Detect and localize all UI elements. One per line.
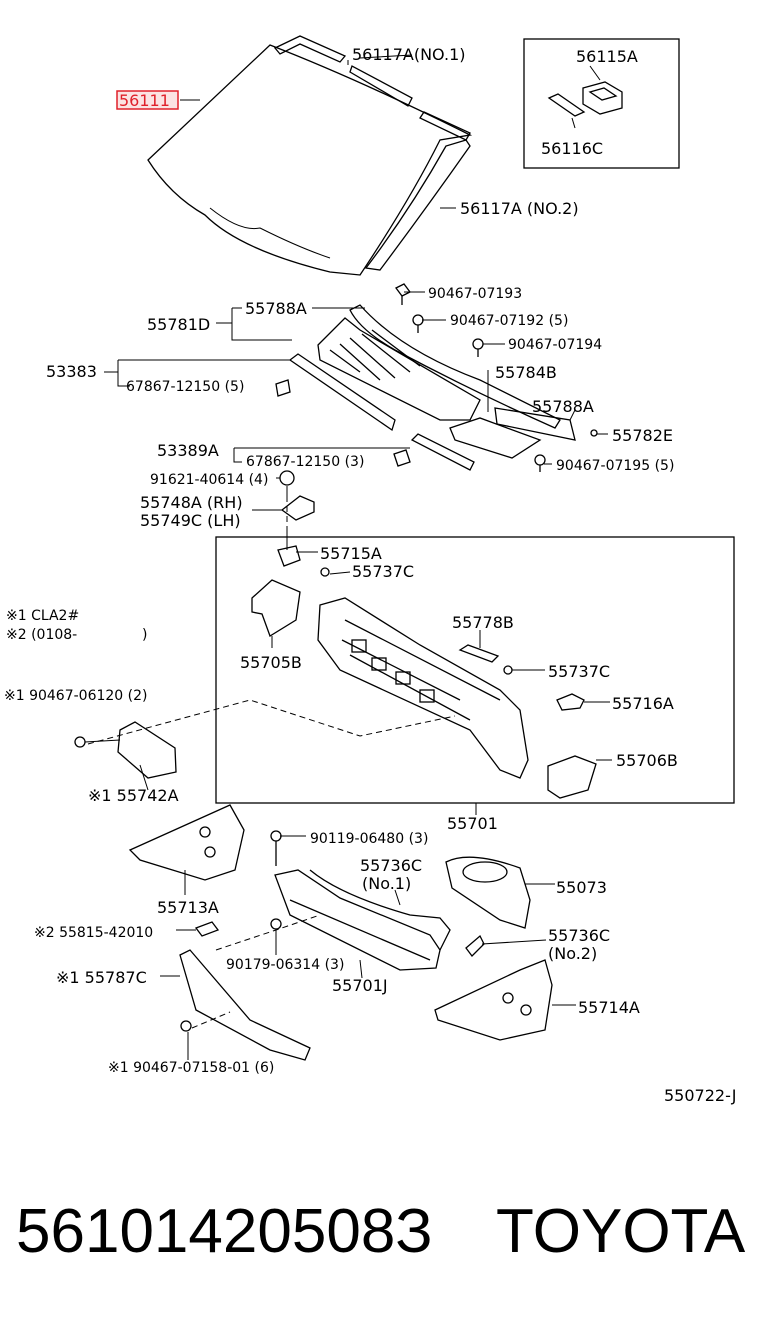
label-55714a[interactable]: 55714A bbox=[578, 998, 640, 1017]
note-2: ※2 (0108- bbox=[6, 627, 77, 643]
label-67867-12150-5[interactable]: 67867-12150 (5) bbox=[126, 379, 244, 395]
seal-55778b[interactable] bbox=[458, 644, 500, 663]
label-55736c-no1-sub[interactable]: (No.1) bbox=[362, 874, 411, 893]
cowl-panel-55701j[interactable] bbox=[274, 869, 441, 971]
detail-box bbox=[215, 536, 735, 804]
cowl-seal-53383[interactable] bbox=[288, 353, 396, 432]
nut-91621-40614[interactable] bbox=[279, 470, 295, 486]
label-91621-40614[interactable]: 91621-40614 (4) bbox=[150, 472, 268, 488]
label-55742a[interactable]: ※1 55742A bbox=[88, 786, 179, 805]
dashed-connectors bbox=[87, 486, 456, 1029]
diagram-code: 550722-J bbox=[664, 1086, 736, 1105]
label-56116c[interactable]: 56116C bbox=[541, 139, 603, 158]
bracket-55742a[interactable] bbox=[74, 721, 177, 779]
nut-90179-06314[interactable] bbox=[270, 918, 282, 930]
label-55716a[interactable]: 55716A bbox=[612, 694, 674, 713]
label-55736c-no2-sub[interactable]: (No.2) bbox=[548, 944, 597, 963]
clip-90467-07195[interactable] bbox=[534, 454, 546, 472]
cowl-panel-55701[interactable] bbox=[317, 597, 529, 779]
label-90467-07193[interactable]: 90467-07193 bbox=[428, 286, 522, 302]
windshield-glass[interactable] bbox=[147, 44, 473, 276]
label-55778b[interactable]: 55778B bbox=[452, 613, 514, 632]
clip-55782e[interactable] bbox=[590, 429, 598, 437]
label-55782e[interactable]: 55782E bbox=[612, 426, 673, 445]
note-2-close: ) bbox=[142, 627, 147, 643]
label-55736c-no2[interactable]: 55736C bbox=[548, 926, 610, 945]
seal-53389a[interactable] bbox=[410, 433, 475, 471]
label-90467-07192[interactable]: 90467-07192 (5) bbox=[450, 313, 568, 329]
cowl-louver-55781d[interactable] bbox=[317, 317, 481, 421]
note-1: ※1 CLA2# bbox=[6, 608, 79, 624]
label-56115a[interactable]: 56115A bbox=[576, 47, 638, 66]
label-55737c-top[interactable]: 55737C bbox=[352, 562, 414, 581]
cowl-side-55714a[interactable] bbox=[434, 959, 553, 1041]
label-55701[interactable]: 55701 bbox=[447, 814, 498, 833]
label-55706b[interactable]: 55706B bbox=[616, 751, 678, 770]
cowl-seal-55788a[interactable] bbox=[349, 304, 561, 429]
label-55784b[interactable]: 55784B bbox=[495, 363, 557, 382]
label-55788a-right[interactable]: 55788A bbox=[532, 397, 594, 416]
molding-no2[interactable] bbox=[364, 139, 471, 271]
label-56117a-no1[interactable]: 56117A(NO.1) bbox=[352, 45, 466, 64]
label-56111[interactable]: 56111 bbox=[119, 91, 170, 110]
clip-56115a[interactable] bbox=[582, 81, 623, 115]
label-56117a-no2[interactable]: 56117A (NO.2) bbox=[460, 199, 579, 218]
label-55715a[interactable]: 55715A bbox=[320, 544, 382, 563]
label-55737c-right[interactable]: 55737C bbox=[548, 662, 610, 681]
label-55781d[interactable]: 55781D bbox=[147, 315, 210, 334]
louver-55784b[interactable] bbox=[449, 407, 576, 459]
clip-67867-12150-a[interactable] bbox=[275, 379, 291, 397]
brace-55748a[interactable] bbox=[280, 495, 315, 521]
clip-90467-07194[interactable] bbox=[472, 338, 484, 357]
label-55705b[interactable]: 55705B bbox=[240, 653, 302, 672]
footer: 56101420508З TOYOTA bbox=[16, 1196, 756, 1276]
label-90467-07195[interactable]: 90467-07195 (5) bbox=[556, 458, 674, 474]
part-number: 56101420508З bbox=[16, 1197, 433, 1266]
clip-90467-07193[interactable] bbox=[395, 283, 411, 305]
clip-90467-07192[interactable] bbox=[412, 314, 424, 333]
label-55701j[interactable]: 55701J bbox=[332, 976, 388, 995]
pad-55815[interactable] bbox=[194, 921, 220, 937]
label-90467-07158[interactable]: ※1 90467-07158-01 (6) bbox=[108, 1060, 274, 1076]
label-55787c[interactable]: ※1 55787C bbox=[56, 968, 147, 987]
label-55073[interactable]: 55073 bbox=[556, 878, 607, 897]
bracket-55716a[interactable] bbox=[556, 693, 585, 711]
label-55815-42010[interactable]: ※2 55815-42010 bbox=[34, 925, 153, 941]
bracket-55705b[interactable] bbox=[251, 545, 301, 637]
label-55736c-no1[interactable]: 55736C bbox=[360, 856, 422, 875]
label-90179-06314[interactable]: 90179-06314 (3) bbox=[226, 957, 344, 973]
clip-90467-07158[interactable] bbox=[180, 1020, 192, 1032]
label-55749c[interactable]: 55749C (LH) bbox=[140, 511, 241, 530]
bolt-90119-06480[interactable] bbox=[270, 830, 282, 866]
clip-67867-12150-b[interactable] bbox=[393, 449, 411, 467]
highlight-56111 bbox=[116, 90, 179, 110]
brand-name: TOYOTA bbox=[496, 1197, 746, 1266]
brace-55736c-no2[interactable] bbox=[465, 934, 485, 957]
tape-56116c[interactable] bbox=[547, 93, 586, 117]
label-55788a-top[interactable]: 55788A bbox=[245, 299, 307, 318]
inset-box bbox=[523, 38, 680, 169]
cowl-side-55713a[interactable] bbox=[128, 804, 245, 881]
bracket-55706b[interactable] bbox=[547, 755, 597, 799]
label-55748a[interactable]: 55748A (RH) bbox=[140, 493, 243, 512]
label-90119-06480[interactable]: 90119-06480 (3) bbox=[310, 831, 428, 847]
label-53389a[interactable]: 53389A bbox=[157, 441, 219, 460]
duct-55073[interactable] bbox=[445, 856, 531, 929]
label-90467-06120[interactable]: ※1 90467-06120 (2) bbox=[4, 688, 148, 704]
panel-55787c[interactable] bbox=[179, 949, 311, 1061]
label-55713a[interactable]: 55713A bbox=[157, 898, 219, 917]
label-67867-12150-3[interactable]: 67867-12150 (3) bbox=[246, 454, 364, 470]
brace-55736c-no1[interactable] bbox=[309, 869, 451, 951]
label-90467-07194[interactable]: 90467-07194 bbox=[508, 337, 602, 353]
molding-no1[interactable] bbox=[273, 35, 471, 141]
label-53383[interactable]: 53383 bbox=[46, 362, 97, 381]
